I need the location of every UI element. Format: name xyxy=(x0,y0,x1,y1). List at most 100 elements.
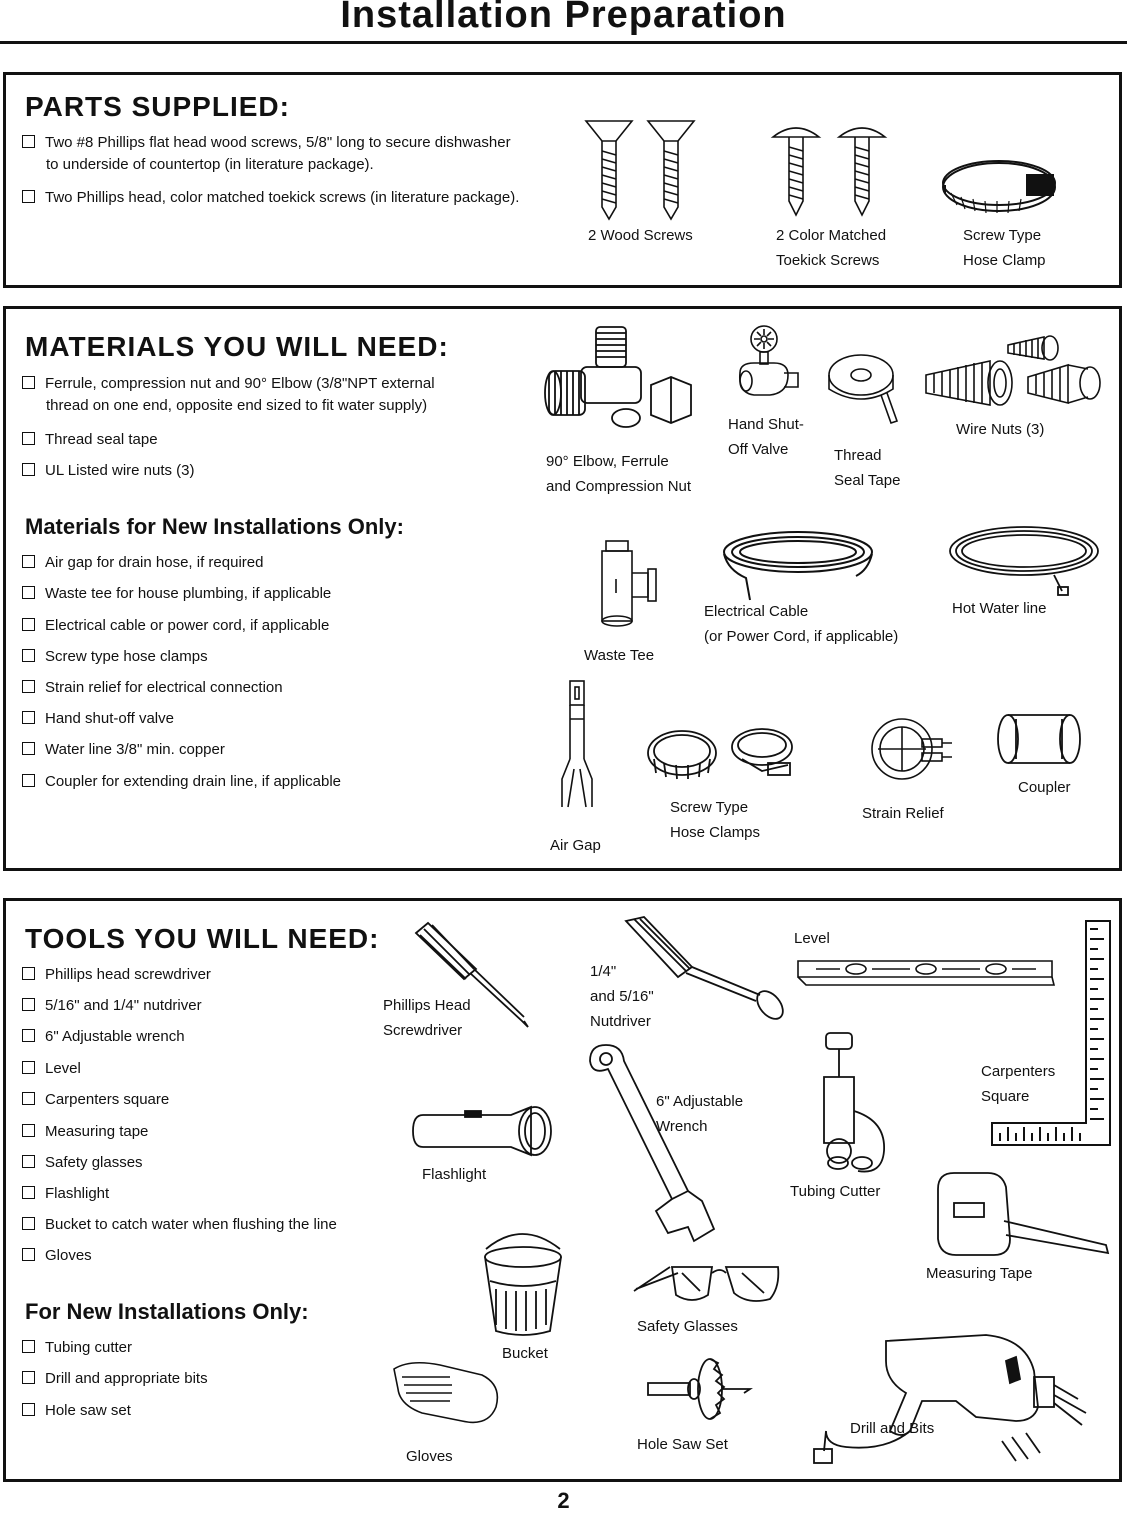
checklist-item: Flashlight xyxy=(22,1181,109,1207)
hot-water-line-caption: Hot Water line xyxy=(952,600,1047,617)
nutdriver-icon xyxy=(624,916,784,1020)
electrical-cable-icon xyxy=(723,531,873,601)
checklist-item: Safety glasses xyxy=(22,1150,143,1176)
checklist-item: Hole saw set xyxy=(22,1398,131,1424)
shutoff-valve-icon xyxy=(738,325,799,396)
hose-clamp-icon xyxy=(942,160,1056,214)
level-icon xyxy=(797,960,1056,986)
flashlight-caption: Flashlight xyxy=(422,1166,487,1183)
checklist-item: Screw type hose clamps xyxy=(22,644,208,670)
checkbox[interactable] xyxy=(22,711,35,724)
checklist-item: Waste tee for house plumbing, if applica… xyxy=(22,581,331,607)
wire-nuts-icon xyxy=(925,335,1101,406)
checklist-item: Coupler for extending drain line, if app… xyxy=(22,769,341,795)
checkbox[interactable] xyxy=(22,998,35,1011)
adjustable-wrench-icon xyxy=(589,1044,716,1243)
checkbox[interactable] xyxy=(22,1061,35,1074)
checkbox[interactable] xyxy=(22,1124,35,1137)
parts-supplied-heading: PARTS SUPPLIED: xyxy=(25,91,290,122)
drill-icon xyxy=(813,1334,1087,1464)
safety-glasses-icon xyxy=(633,1266,780,1302)
checkbox[interactable] xyxy=(22,1155,35,1168)
checkbox[interactable] xyxy=(22,967,35,980)
measuring-tape-icon xyxy=(937,1172,1110,1256)
title-divider xyxy=(0,41,1127,44)
checkbox[interactable] xyxy=(22,1340,35,1353)
wood-screws-caption: 2 Wood Screws xyxy=(588,227,693,244)
checklist-item: Electrical cable or power cord, if appli… xyxy=(22,613,329,639)
checkbox[interactable] xyxy=(22,1371,35,1384)
checkbox[interactable] xyxy=(22,774,35,787)
checklist-item: 6" Adjustable wrench xyxy=(22,1024,185,1050)
shutoff-valve-caption: Hand Shut-Off Valve xyxy=(728,416,804,458)
tools-section: TOOLS YOU WILL NEED: Phillips head screw… xyxy=(3,898,1122,1482)
checklist-item: Bucket to catch water when flushing the … xyxy=(22,1212,337,1238)
materials-new-heading: Materials for New Installations Only: xyxy=(25,514,404,539)
wire-nuts-caption: Wire Nuts (3) xyxy=(956,421,1045,438)
checklist-item: Measuring tape xyxy=(22,1119,148,1145)
checklist-item: Two Phillips head, color matched toekick… xyxy=(22,185,519,211)
hole-saw-caption: Hole Saw Set xyxy=(637,1436,728,1453)
toekick-screws-icon xyxy=(770,127,888,217)
strain-relief-icon xyxy=(871,718,952,780)
checklist-item: Phillips head screwdriver xyxy=(22,962,211,988)
checkbox[interactable] xyxy=(22,432,35,445)
bucket-caption: Bucket xyxy=(502,1345,548,1362)
air-gap-icon xyxy=(561,680,593,808)
waste-tee-caption: Waste Tee xyxy=(584,647,655,664)
carpenters-square-icon xyxy=(991,920,1111,1146)
strain-relief-caption: Strain Relief xyxy=(862,805,944,822)
checklist-item: Drill and appropriate bits xyxy=(22,1366,208,1392)
hole-saw-icon xyxy=(647,1358,753,1420)
checkbox[interactable] xyxy=(22,376,35,389)
checkbox[interactable] xyxy=(22,1186,35,1199)
measuring-tape-caption: Measuring Tape xyxy=(926,1265,1033,1282)
tubing-cutter-caption: Tubing Cutter xyxy=(790,1183,881,1200)
checkbox[interactable] xyxy=(22,135,35,148)
checkbox[interactable] xyxy=(22,1403,35,1416)
elbow-fitting-icon xyxy=(544,326,692,428)
checkbox[interactable] xyxy=(22,1248,35,1261)
checklist-item: 5/16" and 1/4" nutdriver xyxy=(22,993,202,1019)
electrical-cable-caption: Electrical Cable(or Power Cord, if appli… xyxy=(704,603,899,645)
checkbox[interactable] xyxy=(22,1092,35,1105)
page-number: 2 xyxy=(557,1488,570,1513)
checkbox[interactable] xyxy=(22,1029,35,1042)
coupler-icon xyxy=(997,714,1081,764)
checkbox[interactable] xyxy=(22,618,35,631)
checklist-item: Water line 3/8" min. copper xyxy=(22,737,225,763)
tubing-cutter-icon xyxy=(823,1032,885,1173)
hot-water-line-icon xyxy=(949,526,1099,596)
checkbox[interactable] xyxy=(22,742,35,755)
gloves-icon xyxy=(393,1361,499,1424)
nutdriver-caption: 1/4"and 5/16"Nutdriver xyxy=(590,963,654,1030)
waste-tee-icon xyxy=(601,540,657,627)
coupler-caption: Coupler xyxy=(1018,779,1071,796)
checklist-item: Ferrule, compression nut and 90° Elbow (… xyxy=(22,371,435,417)
level-caption: Level xyxy=(794,930,830,947)
air-gap-caption: Air Gap xyxy=(550,837,601,854)
checkbox[interactable] xyxy=(22,649,35,662)
checkbox[interactable] xyxy=(22,190,35,203)
page-title: Installation Preparation xyxy=(340,0,787,36)
tools-new-heading: For New Installations Only: xyxy=(25,1299,309,1324)
checklist-item: Hand shut-off valve xyxy=(22,706,174,732)
materials-section: MATERIALS YOU WILL NEED: Ferrule, compre… xyxy=(3,306,1122,871)
parts-supplied-section: PARTS SUPPLIED: Two #8 Phillips flat hea… xyxy=(3,72,1122,288)
checklist-item: Strain relief for electrical connection xyxy=(22,675,283,701)
phillips-screwdriver-icon xyxy=(414,921,529,1028)
safety-glasses-caption: Safety Glasses xyxy=(637,1318,738,1335)
materials-heading: MATERIALS YOU WILL NEED: xyxy=(25,331,449,362)
checkbox[interactable] xyxy=(22,586,35,599)
checkbox[interactable] xyxy=(22,463,35,476)
checkbox[interactable] xyxy=(22,1217,35,1230)
checkbox[interactable] xyxy=(22,555,35,568)
gloves-caption: Gloves xyxy=(406,1448,453,1465)
checkbox[interactable] xyxy=(22,680,35,693)
checklist-item: UL Listed wire nuts (3) xyxy=(22,458,195,484)
